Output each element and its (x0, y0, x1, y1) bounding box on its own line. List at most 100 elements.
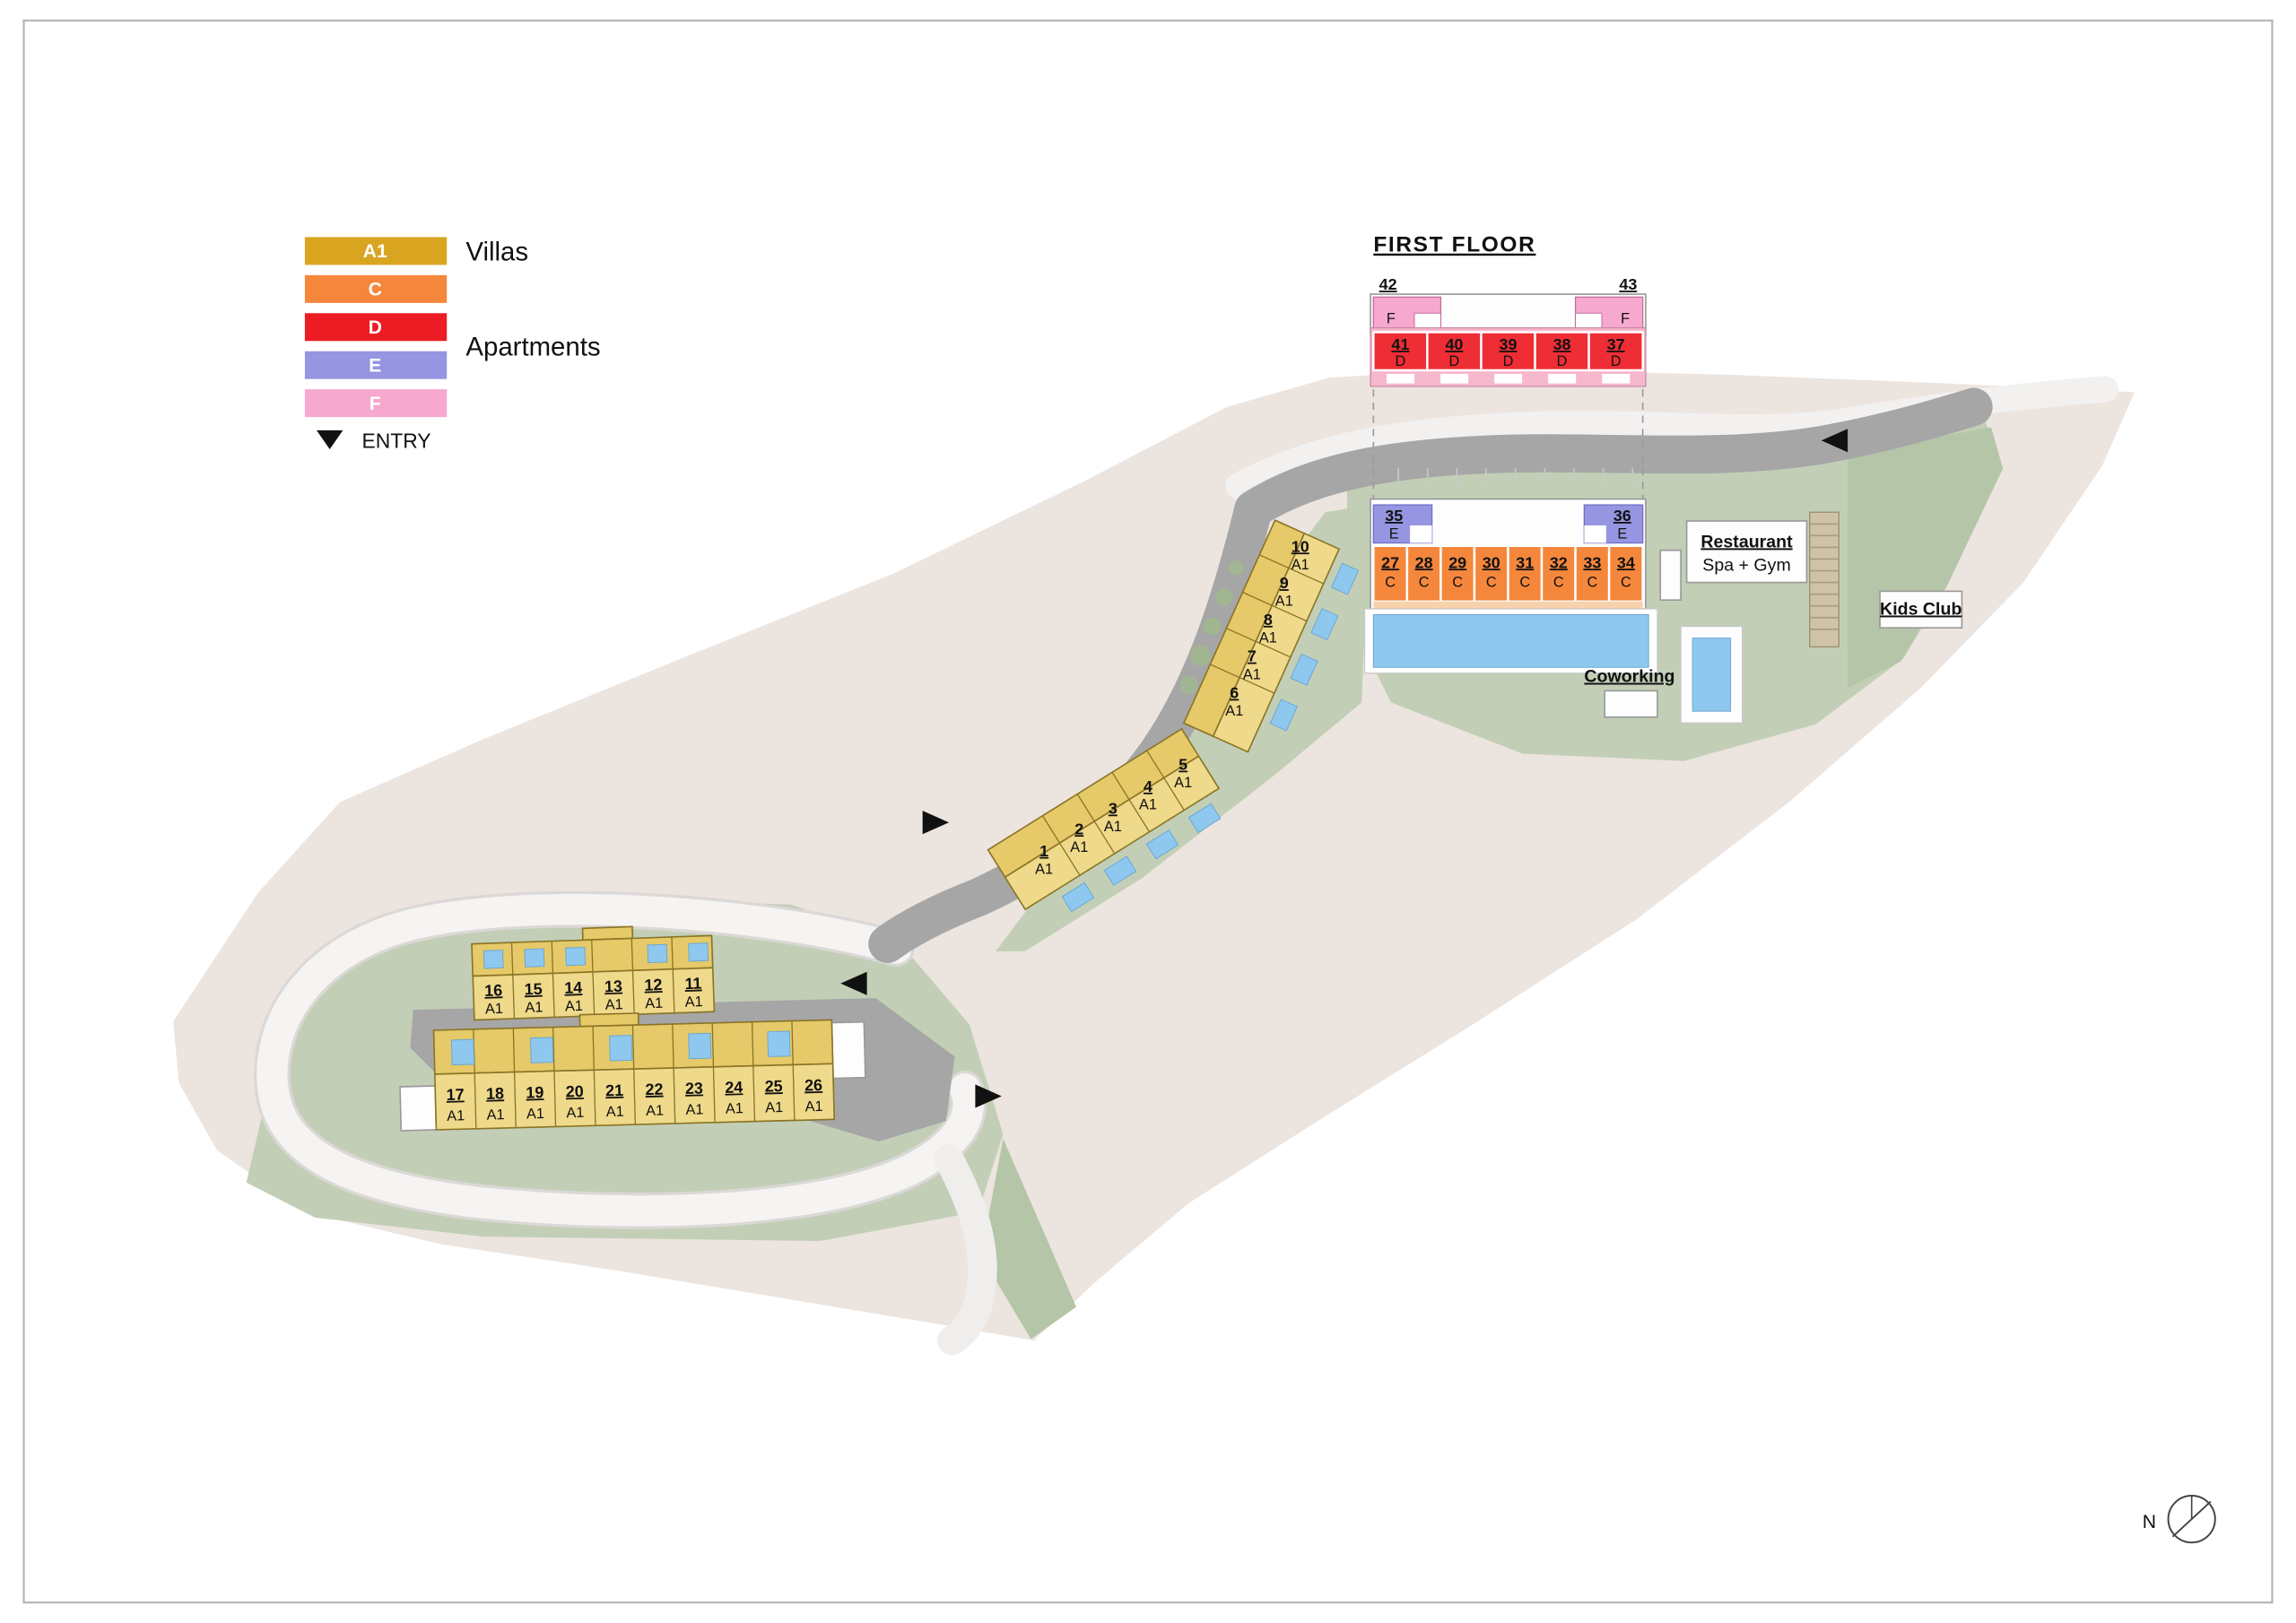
entry-legend-icon (316, 430, 344, 450)
villa-5[interactable]: 5 A1 (1174, 755, 1192, 791)
kids-club-label: Kids Club (1880, 599, 1961, 619)
tree-icon (1228, 560, 1244, 576)
road-south-lobe[interactable] (934, 1144, 997, 1356)
unit-type: A1 (525, 999, 544, 1016)
unit-number: 16 (484, 981, 503, 1000)
pool-secondary (1692, 638, 1732, 712)
balcony (1387, 374, 1415, 384)
unit-number: 18 (486, 1084, 504, 1103)
unit-35[interactable]: 35 E (1372, 504, 1433, 544)
villa-11[interactable]: 11 A1 (684, 975, 703, 1011)
villa-14[interactable]: 14 A1 (564, 978, 583, 1014)
unit-type: A1 (1225, 703, 1243, 719)
villa-22[interactable]: 22 A1 (645, 1081, 664, 1119)
villa-unit-band (1212, 532, 1341, 753)
tree-icon (1215, 588, 1233, 606)
villa-2[interactable]: 2 A1 (1070, 820, 1088, 855)
compass-north-label: N (2143, 1512, 2156, 1532)
villa-9[interactable]: 9 A1 (1275, 574, 1293, 610)
pergola-slats (1809, 523, 1839, 630)
unit-29[interactable]: 29 C (1439, 544, 1476, 603)
legend-code-a1: A1 (363, 241, 387, 262)
unit-type: C (1419, 574, 1430, 590)
legend-code-c: C (369, 280, 382, 300)
unit-37[interactable]: 37 D (1587, 331, 1644, 384)
unit-30[interactable]: 30 C (1473, 544, 1509, 603)
unit-32[interactable]: 32 C (1540, 544, 1577, 603)
villa-pool (1290, 653, 1318, 686)
villa-18[interactable]: 18 A1 (486, 1084, 505, 1123)
unit-43[interactable]: 43 F (1574, 275, 1644, 334)
small-pool-area (1680, 625, 1744, 724)
unit-type: D (1557, 353, 1568, 369)
kids-club[interactable]: Kids Club (1879, 590, 1963, 629)
villa-dividers (1210, 554, 1324, 694)
villa-8[interactable]: 8 A1 (1259, 611, 1277, 647)
unit-28[interactable]: 28 C (1405, 544, 1442, 603)
road-loop[interactable] (257, 894, 984, 1227)
first-floor-detail: FIRST FLOOR 42 F 43 F 41 D 40 D (1370, 233, 1647, 499)
villa-19[interactable]: 19 A1 (526, 1083, 544, 1122)
villa-25[interactable]: 25 A1 (764, 1077, 783, 1115)
unit-31[interactable]: 31 C (1507, 544, 1544, 603)
villa-26[interactable]: 26 A1 (804, 1076, 823, 1115)
unit-number: 30 (1483, 553, 1500, 571)
villa-24[interactable]: 24 A1 (725, 1078, 744, 1116)
legend: A1 Villas C D Apartments E F ENTRY (304, 237, 601, 452)
coworking[interactable]: Coworking (1584, 667, 1675, 718)
unit-type: A1 (765, 1099, 783, 1116)
restaurant-spa[interactable]: Restaurant Spa + Gym (1685, 520, 1808, 584)
villa-17[interactable]: 17 A1 (446, 1085, 465, 1124)
unit-number: 37 (1607, 335, 1625, 353)
garage-left (399, 1085, 438, 1132)
unit-number: 21 (605, 1081, 623, 1100)
villa-13[interactable]: 13 A1 (604, 977, 623, 1013)
villa-skylight (483, 950, 504, 969)
unit-33[interactable]: 33 C (1574, 544, 1611, 603)
unit-type: A1 (447, 1107, 465, 1124)
unit-27-cell (1372, 544, 1409, 603)
unit-38[interactable]: 38 D (1534, 331, 1590, 384)
unit-27[interactable]: 27 C (1372, 544, 1409, 603)
villa-4[interactable]: 4 A1 (1139, 777, 1157, 813)
apartment-building: 35 E 36 E 27 C 28 C 29 C 30 C (1363, 498, 1658, 674)
unit-39[interactable]: 39 D (1480, 331, 1536, 384)
villa-10[interactable]: 10 A1 (1292, 537, 1309, 573)
road-top-gray[interactable] (1234, 387, 1993, 529)
unit-number: 15 (524, 980, 543, 999)
unit-36[interactable]: 36 E (1583, 504, 1644, 544)
unit-type: A1 (566, 1105, 584, 1122)
legend-code-d: D (369, 317, 382, 338)
unit-number: 23 (685, 1080, 703, 1098)
villa-dividers (510, 936, 675, 1019)
villa-23[interactable]: 23 A1 (685, 1080, 704, 1118)
unit-number: 42 (1379, 275, 1397, 293)
coworking-box (1604, 690, 1658, 718)
villa-12[interactable]: 12 A1 (644, 976, 663, 1011)
unit-number: 20 (566, 1082, 584, 1101)
villa-3[interactable]: 3 A1 (1104, 799, 1122, 835)
villa-skylight (524, 948, 545, 968)
villa-20[interactable]: 20 A1 (566, 1082, 585, 1121)
villa-pool (1145, 829, 1179, 860)
unit-42[interactable]: 42 F (1372, 275, 1442, 334)
terrace-strip (1373, 601, 1643, 611)
unit-number: 31 (1516, 553, 1534, 571)
unit-number: 8 (1264, 611, 1273, 629)
unit-number: 11 (684, 975, 702, 994)
villa-21[interactable]: 21 A1 (605, 1081, 624, 1120)
villa-1[interactable]: 1 A1 (1035, 842, 1053, 878)
villa-15[interactable]: 15 A1 (524, 980, 543, 1016)
tree-icon (1190, 645, 1212, 666)
unit-number: 38 (1553, 335, 1571, 353)
villa-16[interactable]: 16 A1 (484, 981, 503, 1017)
unit-type: C (1519, 574, 1530, 590)
villa-6[interactable]: 6 A1 (1225, 684, 1243, 720)
entry-arrow-icon (1821, 429, 1848, 453)
villa-unit-band (1004, 755, 1221, 911)
villa-7[interactable]: 7 A1 (1243, 647, 1261, 683)
unit-34[interactable]: 34 C (1607, 544, 1644, 603)
villa-strip-11-16: 16 A1 15 A1 14 A1 13 A1 12 A1 11 A1 (471, 925, 716, 1021)
villa-pool (1310, 608, 1339, 641)
unit-type: A1 (1139, 797, 1157, 813)
